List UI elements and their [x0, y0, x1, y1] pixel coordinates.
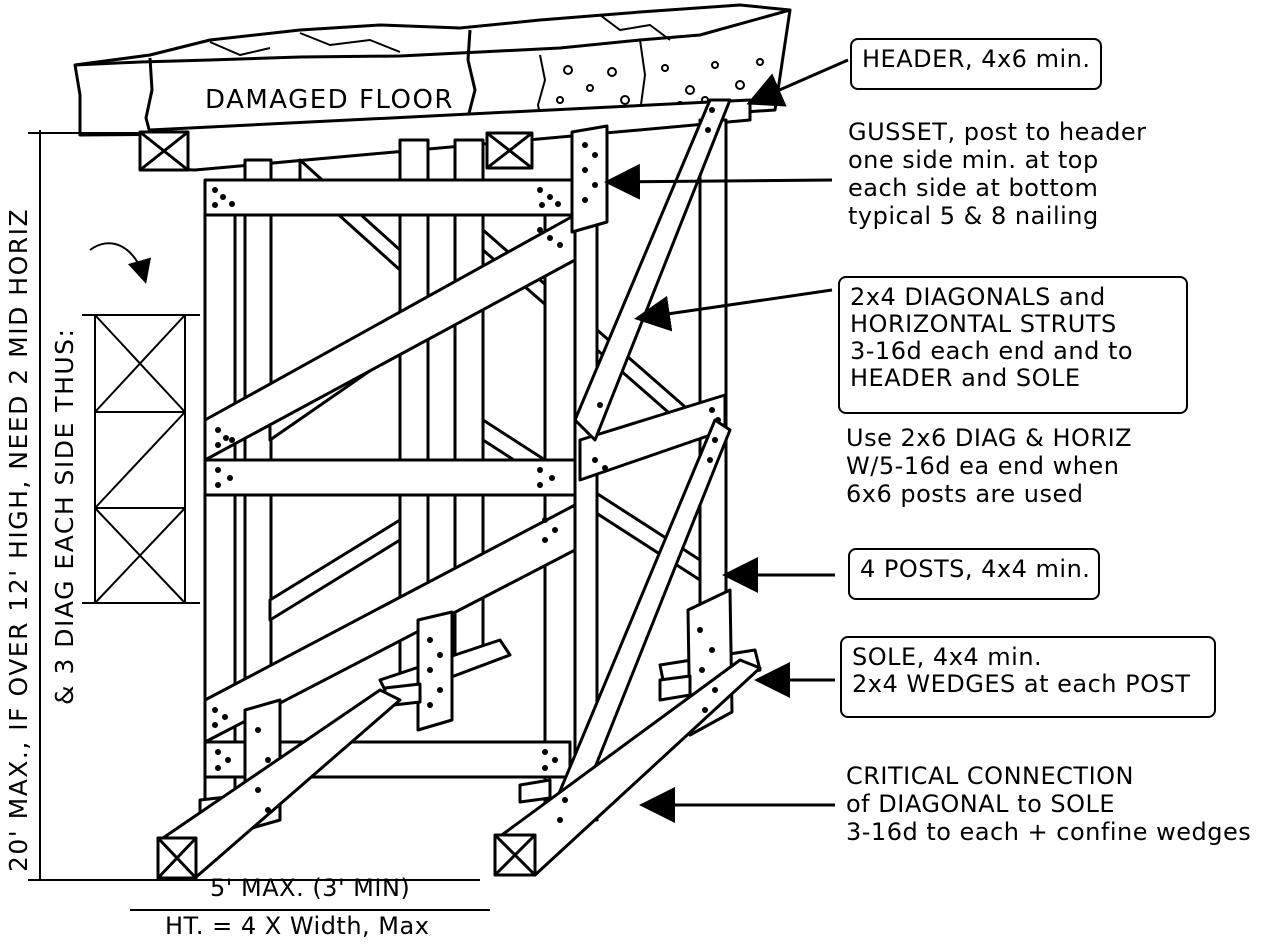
gusset-note-line-4: typical 5 & 8 nailing	[848, 202, 1099, 230]
critical-line-1: CRITICAL CONNECTION	[846, 762, 1134, 790]
diagonals-line-3: 3-16d each end and to	[850, 337, 1134, 365]
gusset-note-line-1: GUSSET, post to header	[848, 118, 1147, 146]
height-dimension	[28, 130, 160, 881]
header-callout: HEADER, 4x6 min.	[850, 38, 1102, 90]
sole-line-1: SOLE, 4x4 min.	[852, 643, 1043, 671]
gusset-note: GUSSET, post to header one side min. at …	[848, 118, 1146, 230]
sole-line-2: 2x4 WEDGES at each POST	[852, 670, 1191, 698]
critical-note: CRITICAL CONNECTION of DIAGONAL to SOLE …	[846, 762, 1251, 846]
header-callout-text: HEADER, 4x6 min.	[862, 45, 1091, 73]
posts-callout: 4 POSTS, 4x4 min.	[848, 548, 1100, 600]
sole-callout: SOLE, 4x4 min. 2x4 WEDGES at each POST	[840, 636, 1216, 718]
nail-dots	[212, 107, 721, 823]
diag6-line-2: W/5-16d ea end when	[846, 452, 1120, 480]
gusset-note-line-3: each side at bottom	[848, 174, 1099, 202]
floor-label: DAMAGED FLOOR	[205, 85, 454, 115]
diagonals-line-1: 2x4 DIAGONALS and	[850, 283, 1106, 311]
diag6-line-3: 6x6 posts are used	[846, 480, 1084, 508]
curved-pointer-arrow	[89, 242, 152, 284]
posts-callout-text: 4 POSTS, 4x4 min.	[860, 555, 1091, 583]
diag6-line-1: Use 2x6 DIAG & HORIZ	[846, 424, 1133, 452]
diagonals-line-2: HORIZONTAL STRUTS	[850, 310, 1117, 338]
front-diagonals	[203, 213, 577, 744]
width-label: 5' MAX. (3' MIN)	[210, 874, 411, 902]
critical-line-3: 3-16d to each + confine wedges	[846, 818, 1252, 846]
diagonals-line-4: HEADER and SOLE	[850, 364, 1081, 392]
elevation-inset	[82, 314, 200, 604]
ratio-label: HT. = 4 X Width, Max	[165, 912, 430, 940]
diagonals-callout: 2x4 DIAGONALS and HORIZONTAL STRUTS 3-16…	[838, 276, 1188, 414]
header-beam	[138, 98, 752, 172]
diag6-note: Use 2x6 DIAG & HORIZ W/5-16d ea end when…	[846, 424, 1132, 508]
height-label-line-1: 20' MAX., IF OVER 12' HIGH, NEED 2 MID H…	[4, 207, 33, 872]
callout-arrows	[604, 58, 849, 823]
height-label-line-2: & 3 DIAG EACH SIDE THUS:	[50, 327, 79, 705]
gusset-note-line-2: one side min. at top	[848, 146, 1099, 174]
width-dimension	[130, 879, 490, 911]
critical-line-2: of DIAGONAL to SOLE	[846, 790, 1116, 818]
